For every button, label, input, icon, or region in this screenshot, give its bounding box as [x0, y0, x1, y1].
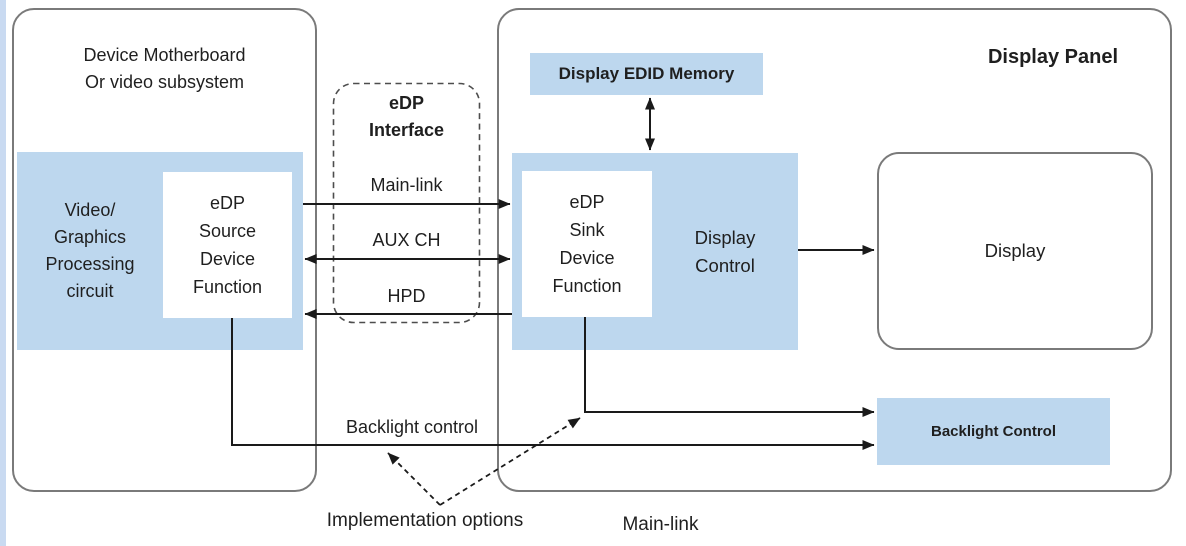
display-control-label: Display Control [694, 226, 756, 276]
main-link-caption: Main-link [622, 514, 699, 535]
edp-interface-title: eDP Interface [368, 93, 445, 140]
motherboard-title: Device Motherboard Or video subsystem [83, 45, 246, 92]
video-processing-label: Video/ Graphics Processing circuit [45, 200, 135, 301]
backlight-control-box: Backlight Control [877, 398, 1110, 465]
edid-memory-box: Display EDID Memory [530, 53, 763, 95]
aux-ch-label: AUX CH [372, 230, 441, 250]
edp-source-function-box: eDP Source Device Function [163, 172, 292, 318]
main-link-label: Main-link [370, 175, 443, 195]
hpd-label: HPD [387, 286, 426, 306]
implementation-option-arrow-left [387, 452, 441, 506]
edp-sink-function-box: eDP Sink Device Function [522, 171, 652, 317]
backlight-control-annotation: Backlight control [345, 417, 479, 437]
display-box [877, 152, 1153, 350]
left-accent-stripe [0, 0, 6, 546]
display-label: Display [984, 240, 1046, 261]
display-panel-title: Display Panel [987, 46, 1119, 68]
implementation-options-label: Implementation options [326, 510, 524, 531]
